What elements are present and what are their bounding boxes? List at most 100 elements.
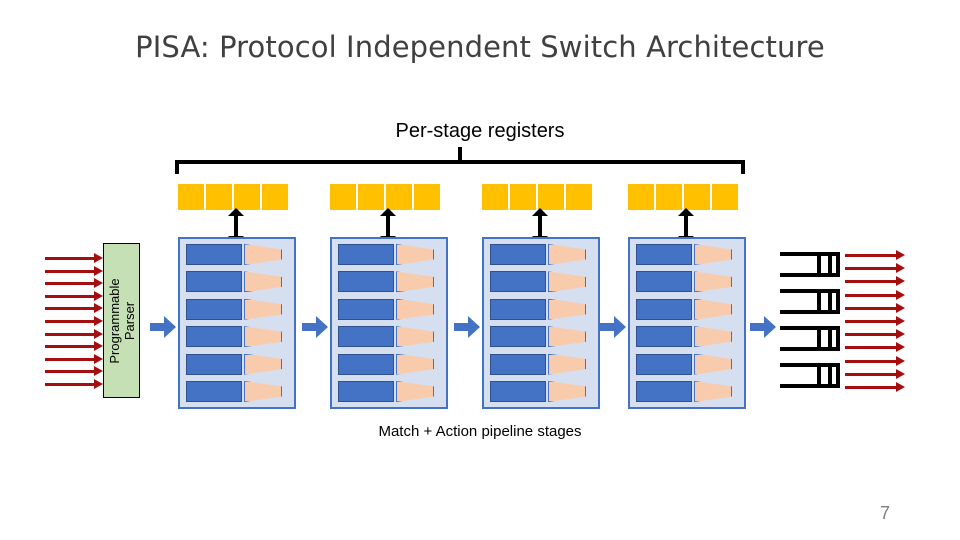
action-unit <box>396 353 434 375</box>
deparser-packet-comb <box>780 363 840 388</box>
input-packet-arrow <box>45 341 103 352</box>
bracket-end-right <box>741 160 745 174</box>
match-table <box>490 326 546 348</box>
match-table-column <box>332 239 394 407</box>
arrow-shaft <box>538 214 542 238</box>
action-unit <box>396 271 434 293</box>
match-table <box>636 298 692 320</box>
arrow-shaft <box>45 307 95 311</box>
match-table <box>186 326 242 348</box>
register-cell <box>684 184 710 210</box>
arrow-shaft <box>302 323 318 331</box>
action-unit <box>548 353 586 375</box>
comb-divider <box>828 326 832 351</box>
arrow-shaft <box>45 282 95 286</box>
arrow-shaft <box>845 320 897 323</box>
arrow-shaft <box>45 332 95 336</box>
pipeline-flow-arrow <box>302 316 328 338</box>
register-cell <box>386 184 412 210</box>
output-packet-arrow <box>845 263 905 274</box>
arrowhead-right <box>764 316 776 338</box>
arrowhead-right <box>316 316 328 338</box>
input-packet-arrow <box>45 253 103 263</box>
arrowhead-up <box>532 208 548 216</box>
register-cell <box>566 184 592 210</box>
arrow-shaft <box>845 306 897 310</box>
arrow-shaft <box>386 214 390 238</box>
input-packet-arrow <box>45 278 103 289</box>
comb-divider <box>817 289 821 314</box>
arrow-shaft <box>45 294 95 298</box>
action-unit-column <box>242 239 294 407</box>
arrow-shaft <box>600 323 616 331</box>
output-packet-arrow <box>845 329 905 340</box>
arrow-shaft <box>45 357 95 361</box>
arrowhead-right <box>164 316 176 338</box>
page-title: PISA: Protocol Independent Switch Archit… <box>135 30 825 64</box>
comb-bottom-line <box>780 310 840 314</box>
match-action-stage-1 <box>178 237 296 409</box>
match-table <box>636 244 692 265</box>
comb-top-line <box>780 326 840 330</box>
per-stage-registers-label: Per-stage registers <box>395 120 565 142</box>
arrowhead-right <box>896 329 905 340</box>
pipeline-flow-arrow <box>150 316 176 338</box>
arrow-shaft <box>845 346 897 350</box>
comb-bottom-line <box>780 347 840 351</box>
pipeline-caption: Match + Action pipeline stages <box>378 423 582 440</box>
match-action-stage-4 <box>628 237 746 409</box>
input-packet-arrow <box>45 303 103 314</box>
stage-2-registers <box>330 184 440 210</box>
match-table <box>636 353 692 375</box>
register-cell <box>206 184 232 210</box>
arrow-shaft <box>845 293 897 297</box>
arrowhead-right <box>896 342 905 353</box>
output-packet-arrow <box>845 250 905 260</box>
input-packet-arrow <box>45 290 103 301</box>
action-unit <box>244 244 282 265</box>
arrowhead-right <box>94 328 103 339</box>
arrow-shaft <box>45 345 95 349</box>
arrow-shaft <box>45 383 95 386</box>
arrow-shaft <box>45 257 95 260</box>
match-table <box>338 353 394 375</box>
output-packet-arrow <box>845 302 905 313</box>
arrowhead-right <box>896 382 905 392</box>
arrowhead-right <box>94 253 103 263</box>
register-cell <box>510 184 536 210</box>
match-table <box>490 244 546 265</box>
input-packet-arrow <box>45 353 103 364</box>
action-unit <box>396 298 434 320</box>
action-unit <box>548 326 586 348</box>
register-cell <box>656 184 682 210</box>
arrow-shaft <box>150 323 166 331</box>
arrowhead-right <box>896 276 905 287</box>
parser-label: Programmable Parser <box>107 278 137 363</box>
action-unit-column <box>546 239 598 407</box>
register-cell <box>414 184 440 210</box>
output-packet-arrow <box>845 289 905 300</box>
deparser-packet-comb <box>780 289 840 314</box>
arrowhead-right <box>896 250 905 260</box>
stage-1-registers <box>178 184 288 210</box>
action-unit <box>694 380 732 402</box>
register-row <box>0 184 960 210</box>
action-unit <box>244 271 282 293</box>
output-packet-arrow <box>845 382 905 392</box>
page-number: 7 <box>879 503 890 523</box>
match-table <box>490 353 546 375</box>
register-cell <box>358 184 384 210</box>
arrowhead-right <box>94 341 103 352</box>
comb-divider <box>836 252 840 277</box>
register-cell <box>330 184 356 210</box>
action-unit-column <box>394 239 446 407</box>
bracket-stem <box>458 147 462 161</box>
arrow-shaft <box>845 254 897 257</box>
arrow-shaft <box>45 320 95 323</box>
programmable-parser-block: Programmable Parser <box>103 243 140 398</box>
match-table <box>338 380 394 402</box>
match-table <box>636 271 692 293</box>
arrow-shaft <box>234 214 238 238</box>
arrowhead-right <box>896 302 905 313</box>
